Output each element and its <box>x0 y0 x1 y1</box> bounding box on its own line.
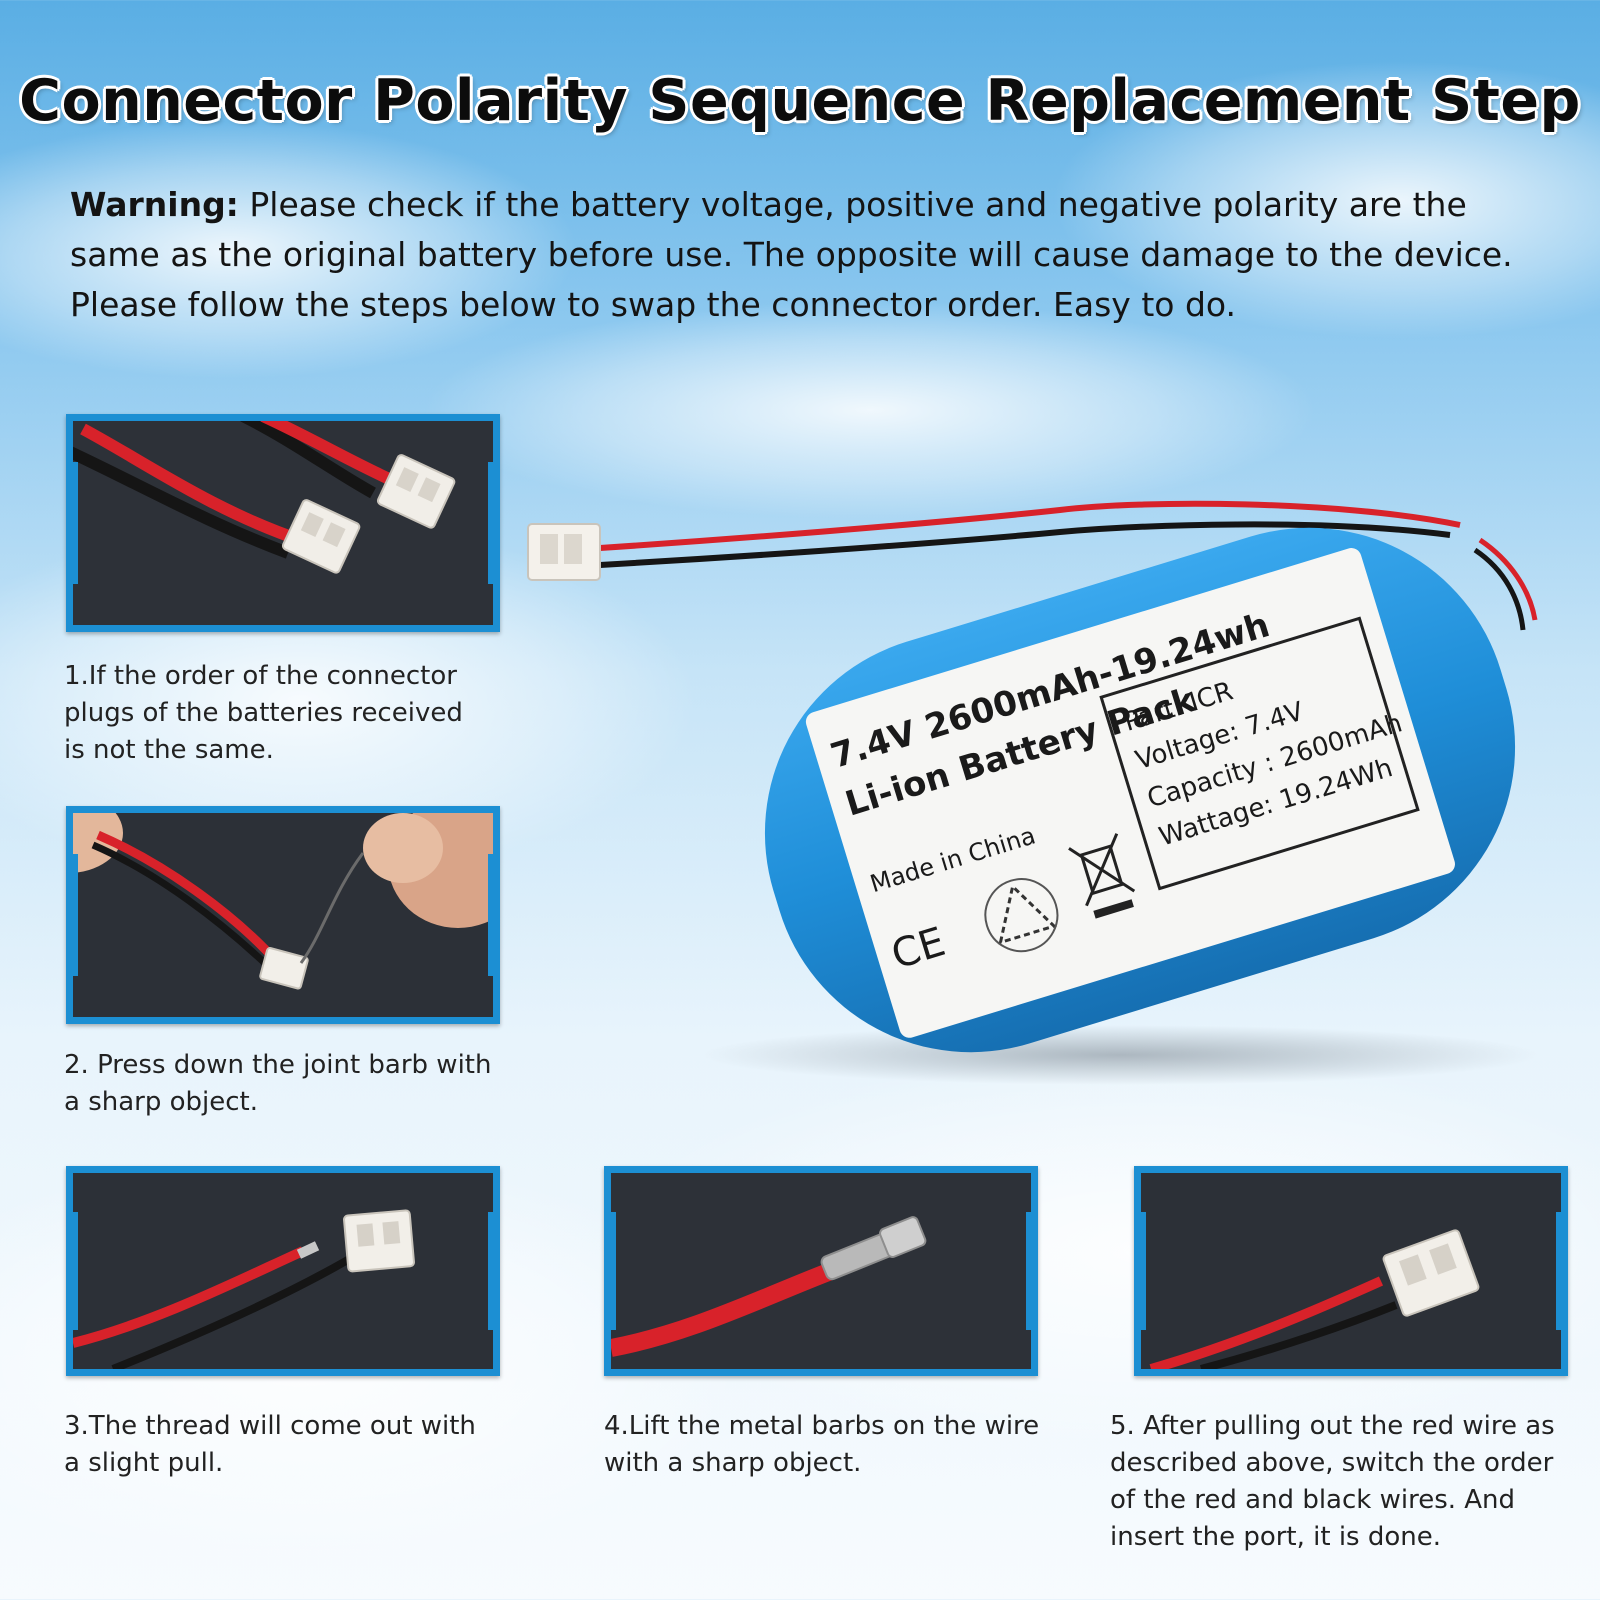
step-2-text: 2. Press down the joint barb with a shar… <box>64 1050 492 1117</box>
step-5-text: 5. After pulling out the red wire as des… <box>1110 1411 1555 1552</box>
step-1-photo <box>66 414 500 632</box>
warning-text: Warning: Please check if the battery vol… <box>70 180 1550 330</box>
battery-connector <box>527 523 601 581</box>
step-2-photo <box>66 806 500 1024</box>
weee-bin-icon <box>1068 833 1136 919</box>
step-1-text: 1.If the order of the connector plugs of… <box>64 661 463 765</box>
warning-label: Warning: <box>70 185 239 224</box>
step-4-text: 4.Lift the metal barbs on the wire with … <box>604 1411 1040 1478</box>
page-title: Connector Polarity Sequence Replacement … <box>19 68 1581 134</box>
step-3-text: 3.The thread will come out with a slight… <box>64 1411 476 1478</box>
step-3-photo <box>66 1166 500 1376</box>
recycle-icon <box>984 878 1059 953</box>
step-4-photo <box>604 1166 1038 1376</box>
step-5-photo <box>1134 1166 1568 1376</box>
battery-pack-image: 7.4V 2600mAh-19.24wh Li-ion Battery Pack… <box>520 470 1580 1110</box>
warning-body: Please check if the battery voltage, pos… <box>70 185 1513 324</box>
